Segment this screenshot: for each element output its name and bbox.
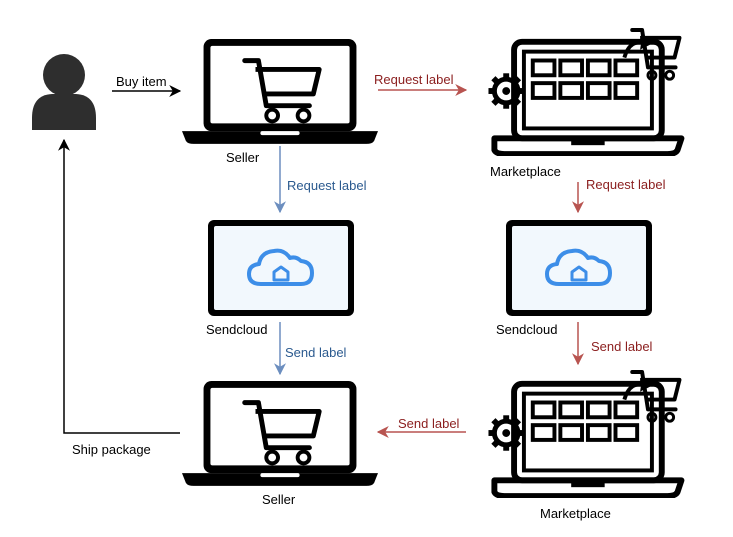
edge-request-label-to-sendcloud-label: Request label	[287, 178, 367, 193]
edge-send-label-sendcloud-to-marketplace-label: Send label	[591, 339, 653, 354]
marketplace-icon	[488, 30, 681, 154]
user-node	[32, 54, 96, 130]
edge-ship-package: Ship package	[58, 138, 180, 457]
cloud-icon	[206, 218, 356, 318]
seller-bottom-node: Seller	[182, 381, 378, 507]
seller-top-node: Seller	[182, 39, 378, 165]
edge-send-label-marketplace-to-seller: Send label	[376, 416, 466, 438]
marketplace-top-label: Marketplace	[490, 164, 561, 179]
marketplace-top-node: Marketplace	[488, 30, 681, 179]
edge-send-label-sendcloud-to-seller: Send label	[274, 322, 347, 376]
shopping-cart-icon	[182, 381, 378, 486]
edge-request-label-to-sendcloud: Request label	[274, 146, 367, 214]
seller-top-label: Seller	[226, 150, 260, 165]
edge-send-label-marketplace-to-seller-label: Send label	[398, 416, 460, 431]
cloud-icon	[504, 218, 654, 318]
edge-send-label-sendcloud-to-seller-label: Send label	[285, 345, 347, 360]
sendcloud-right-label: Sendcloud	[496, 322, 557, 337]
marketplace-bottom-label: Marketplace	[540, 506, 611, 521]
shopping-cart-icon	[182, 39, 378, 144]
edge-request-label-to-marketplace-label: Request label	[374, 72, 454, 87]
edge-request-label-marketplace-to-sendcloud-label: Request label	[586, 177, 666, 192]
marketplace-icon	[488, 372, 681, 496]
user-icon	[32, 54, 96, 130]
sendcloud-right-node: Sendcloud	[496, 218, 654, 337]
marketplace-bottom-node: Marketplace	[488, 372, 681, 521]
edge-request-label-marketplace-to-sendcloud: Request label	[572, 177, 666, 214]
sendcloud-left-node: Sendcloud	[206, 218, 356, 337]
edge-send-label-sendcloud-to-marketplace: Send label	[572, 322, 653, 366]
sendcloud-left-label: Sendcloud	[206, 322, 267, 337]
edge-request-label-to-marketplace: Request label	[374, 72, 468, 96]
edge-buy-item: Buy item	[112, 74, 182, 97]
edge-buy-item-label: Buy item	[116, 74, 167, 89]
seller-bottom-label: Seller	[262, 492, 296, 507]
edge-ship-package-label: Ship package	[72, 442, 151, 457]
